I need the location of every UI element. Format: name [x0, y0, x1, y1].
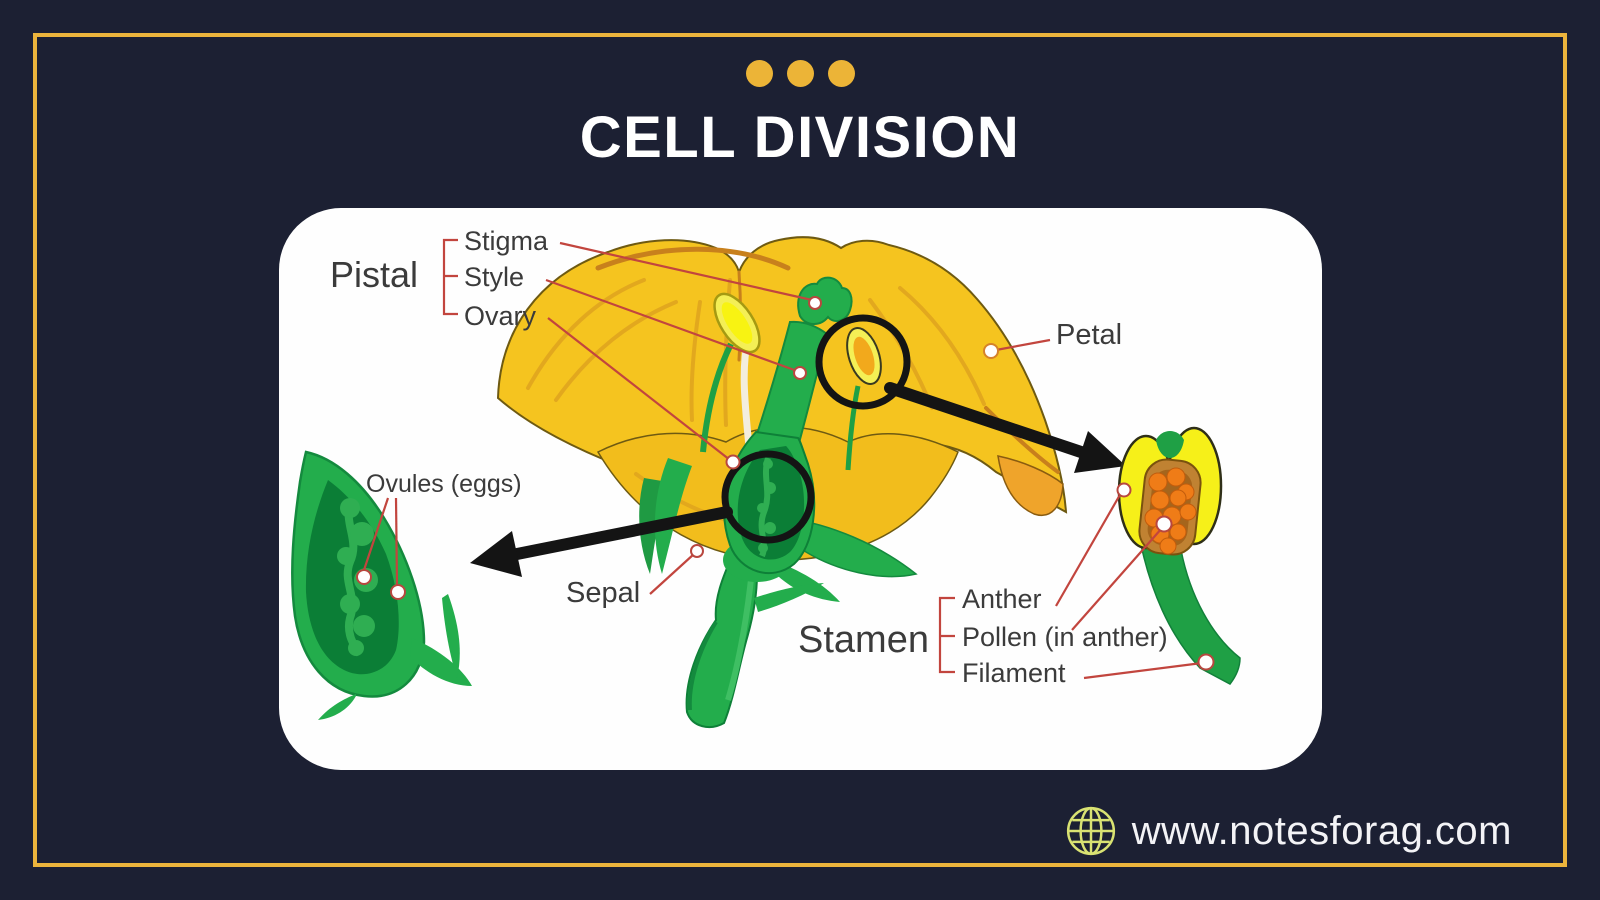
ovule-point-1 — [356, 569, 372, 585]
ovule-point-2 — [390, 584, 406, 600]
enlarged-filament — [1139, 538, 1241, 685]
flower-illustration — [496, 236, 1068, 728]
label-petal: Petal — [1056, 319, 1122, 351]
pistal-bracket — [442, 238, 458, 316]
label-pistal: Pistal — [330, 254, 418, 295]
sepal-left — [654, 458, 692, 574]
ovary-bottom-curl — [318, 694, 356, 720]
stem-shape — [685, 550, 758, 728]
ovule-chain — [757, 457, 776, 558]
anther-point — [1116, 482, 1132, 498]
anther-connective — [1156, 431, 1184, 458]
left-anther — [713, 292, 761, 354]
circled-stamen — [845, 327, 882, 471]
label-sepal: Sepal — [566, 577, 640, 609]
ovary-leaf-blade — [442, 594, 460, 678]
left-stamen — [700, 292, 761, 453]
petal-line — [995, 338, 1051, 352]
decor-dot — [745, 60, 773, 87]
zoom-arrow-right — [884, 382, 1126, 473]
footer: www.notesforag.com — [1064, 804, 1512, 858]
ovule-line-2 — [394, 497, 399, 586]
ovary-highlight-circle — [721, 450, 815, 544]
sepal-line — [649, 553, 695, 595]
label-stamen: Stamen — [798, 619, 929, 661]
zoom-arrow-left — [470, 506, 733, 577]
globe-icon — [1066, 806, 1115, 856]
style-line — [545, 278, 798, 373]
pollen-point — [1155, 515, 1173, 533]
ovary-line — [547, 317, 731, 461]
ovule-line-1 — [362, 497, 390, 571]
anther-highlight-circle — [815, 314, 911, 410]
pollen-grains — [1144, 467, 1197, 555]
stigma-shape — [797, 276, 853, 325]
stem-side-shoot — [754, 583, 824, 612]
label-pollen: Pollen (in anther) — [962, 622, 1168, 652]
label-ovary: Ovary — [464, 301, 537, 331]
leader-lines — [356, 241, 1215, 680]
label-stigma: Stigma — [464, 226, 549, 256]
enlarged-ovary-inner — [305, 480, 399, 675]
ovary-point — [725, 454, 741, 470]
website-url: www.notesforag.com — [1131, 808, 1512, 853]
labels: Pistal Stigma Style Ovary Petal Ovules (… — [330, 226, 1168, 688]
stem-shadow-line — [687, 620, 718, 711]
style-point — [793, 366, 807, 380]
label-style: Style — [464, 262, 524, 292]
ovary-inner-dark — [737, 446, 805, 560]
decor-dot — [786, 60, 814, 87]
stem-highlight-line — [725, 569, 755, 701]
decor-dot — [827, 60, 855, 87]
petal-underside-curl — [997, 455, 1064, 517]
filament-point — [1197, 653, 1215, 671]
stamen-bracket — [938, 596, 955, 674]
label-ovules: Ovules (eggs) — [366, 470, 522, 498]
right-filament — [845, 385, 861, 471]
decor-dots — [0, 60, 1600, 87]
stigma-line — [559, 241, 813, 302]
style-shape — [755, 320, 829, 445]
page-title: CELL DIVISION — [579, 105, 1021, 170]
filament-line — [1083, 661, 1203, 680]
sepal-point — [690, 544, 704, 558]
anther-line — [1055, 492, 1122, 607]
label-filament: Filament — [962, 658, 1066, 688]
right-anther — [846, 327, 882, 385]
petal-point — [983, 343, 999, 359]
label-anther: Anther — [962, 584, 1042, 614]
pollen-line — [1071, 527, 1163, 631]
sepal-right-small — [772, 560, 840, 602]
stigma-point — [808, 296, 822, 310]
